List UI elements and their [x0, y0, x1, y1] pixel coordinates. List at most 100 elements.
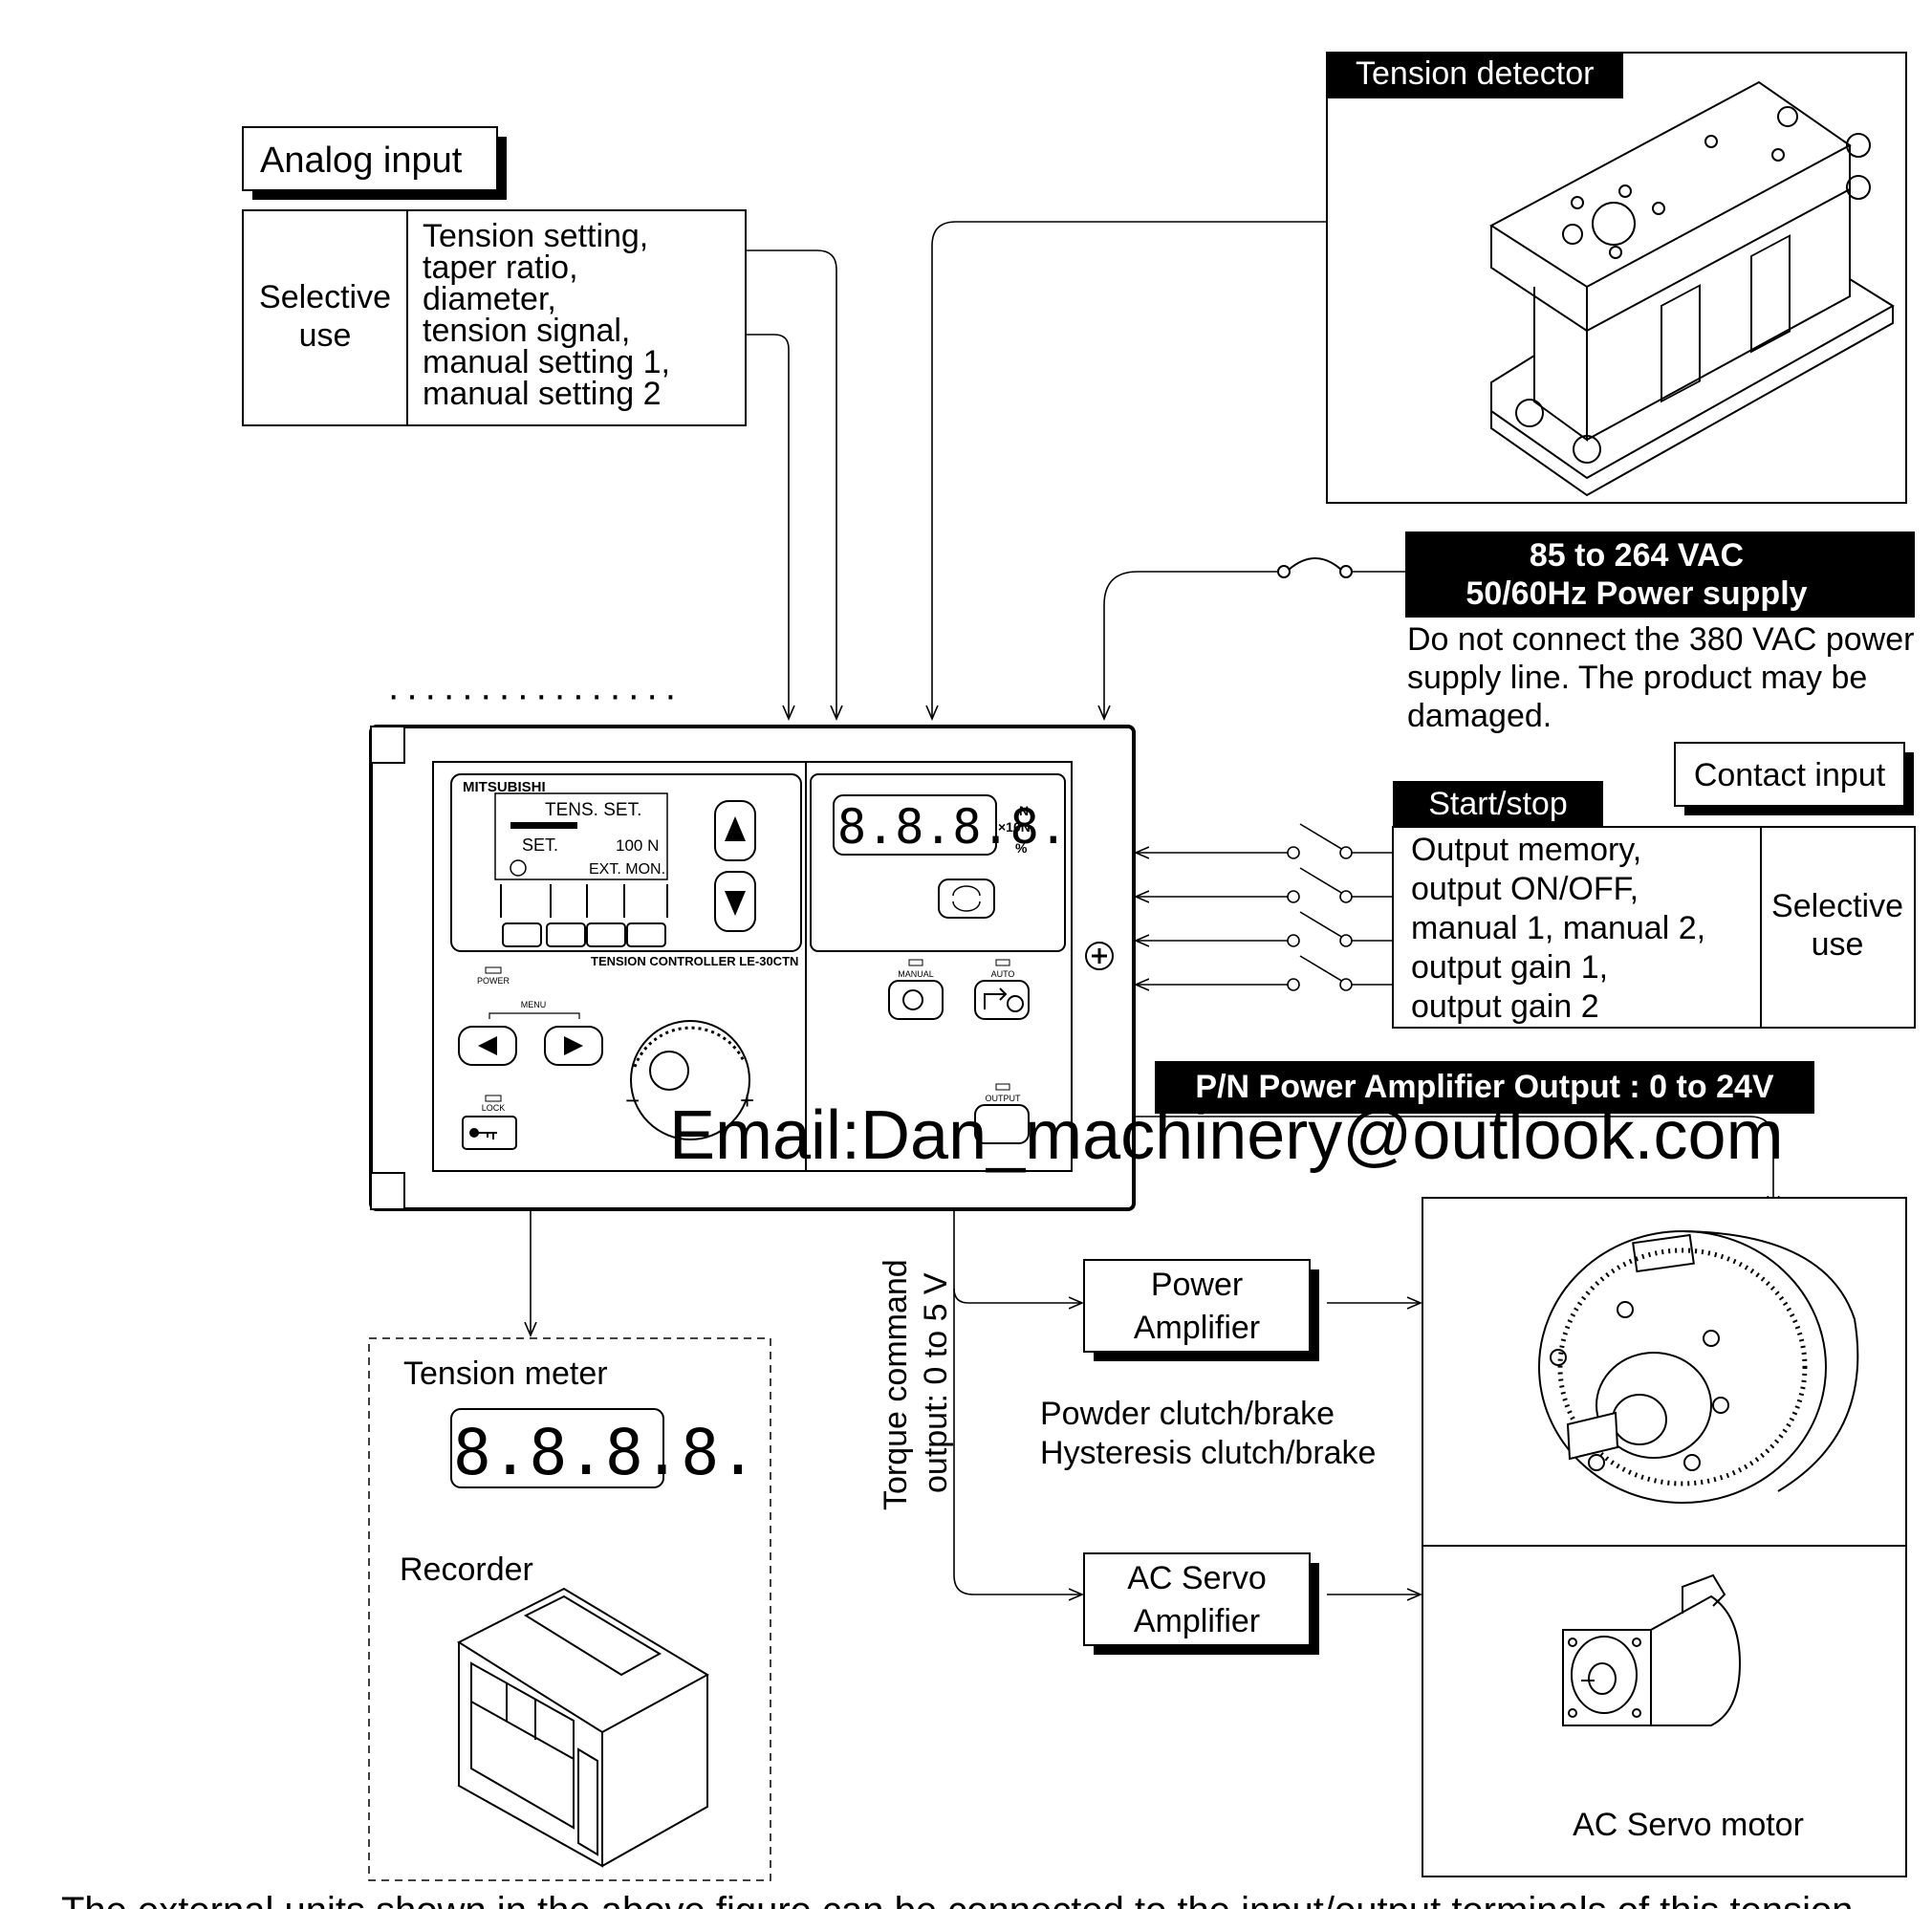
- power-supply-section: 85 to 264 VAC 50/60Hz Power supply Do no…: [1277, 531, 1915, 734]
- contact-input-table: [1392, 826, 1916, 1029]
- unit-n: N: [1019, 803, 1029, 818]
- softkey-2-button[interactable]: [546, 922, 586, 947]
- ac-servo-motor-illustration: [1562, 1573, 1742, 1726]
- tension-controller: ················ MITSUBISHI TENS. SET. S…: [369, 674, 1136, 1211]
- power-led-label: POWER: [477, 976, 510, 986]
- unit-x10n: ×10N: [998, 819, 1031, 835]
- ac-servo-amplifier-line2: Amplifier: [1134, 1603, 1260, 1639]
- lcd-line1: TENS. SET.: [545, 800, 641, 820]
- powder-clutch-illustration: [1538, 1230, 1859, 1504]
- contact-input-section: Contact input Start/stop Output memory, …: [1392, 742, 1916, 1029]
- contact-item: output gain 1,: [1411, 949, 1608, 986]
- lcd-line3: EXT. MON.: [589, 861, 665, 878]
- manual-icon: [902, 989, 923, 1010]
- analog-input-table: [242, 209, 747, 426]
- down-arrow-icon: [725, 891, 746, 916]
- controller-dots: ················: [387, 674, 683, 716]
- analog-selective-label: Selective: [259, 279, 391, 315]
- actuator-frame: AC Servo motor: [1422, 1197, 1907, 1877]
- controller-lcd: [494, 792, 668, 880]
- cycle-icon: [952, 885, 981, 912]
- controller-front-panel: [432, 761, 1073, 1172]
- right-arrow-icon: [564, 1036, 583, 1055]
- analog-use-label: use: [299, 317, 352, 354]
- auto-label: AUTO: [991, 969, 1015, 979]
- analog-input-title-box: [242, 126, 498, 191]
- pn-output-label: P/N Power Amplifier Output : 0 to 24V: [1195, 1069, 1773, 1105]
- analog-item: manual setting 1,: [423, 344, 670, 380]
- power-supply-title-line2: 50/60Hz Power supply: [1465, 575, 1807, 612]
- lcd-line2-left: SET.: [522, 835, 558, 855]
- power-amplifier-box: Power Amplifier: [1083, 1259, 1319, 1361]
- display-toggle-button[interactable]: [938, 879, 995, 919]
- power-supply-title-line1: 85 to 264 VAC: [1530, 537, 1744, 574]
- analog-input-title: Analog input: [260, 141, 463, 181]
- softkey-3-button[interactable]: [586, 922, 626, 947]
- left-arrow-icon: [478, 1036, 497, 1055]
- tension-detector-title: Tension detector: [1356, 55, 1595, 92]
- softkey-4-button[interactable]: [626, 922, 666, 947]
- lock-label: LOCK: [482, 1103, 506, 1113]
- dial-minus: −: [625, 1086, 640, 1115]
- controller-seg-text: 8.8.8.8.: [837, 799, 1068, 855]
- ac-servo-amplifier-box: AC Servo Amplifier: [1083, 1552, 1319, 1655]
- contact-item: Output memory,: [1411, 832, 1641, 868]
- contact-selective-label: Selective: [1771, 888, 1903, 924]
- tension-meter-display: [450, 1408, 664, 1488]
- manual-button[interactable]: [888, 980, 944, 1020]
- tension-detector-frame: [1326, 52, 1907, 504]
- monitor-dashed-frame: [368, 1337, 771, 1881]
- setting-dial[interactable]: [630, 1020, 750, 1140]
- contact-item: output ON/OFF,: [1411, 871, 1639, 907]
- lcd-line2-right: 100 N: [616, 836, 659, 855]
- recorder-illustration: [456, 1587, 710, 1868]
- output-wires: [531, 1209, 1421, 1594]
- bottom-caption: The external units shown in the above fi…: [61, 1890, 1854, 1909]
- up-arrow-icon: [725, 816, 746, 841]
- output-button[interactable]: [974, 1104, 1030, 1144]
- power-amplifier-line1: Power: [1151, 1267, 1243, 1303]
- tension-meter-digits: 8.8.8.8.: [453, 1416, 757, 1489]
- unit-pct: %: [1015, 840, 1028, 856]
- pn-output-bar: [1155, 1061, 1814, 1114]
- contact-item: output gain 2: [1411, 988, 1599, 1025]
- analog-input-section: Analog input Selective use Tension setti…: [242, 126, 747, 426]
- power-supply-title-bar: [1405, 531, 1915, 618]
- fuse-symbol: [1288, 557, 1342, 571]
- tension-detector-illustration: [1489, 80, 1895, 497]
- manual-label: MANUAL: [898, 969, 934, 979]
- softkey-1-button[interactable]: [502, 922, 542, 947]
- analog-wires: [746, 221, 1327, 719]
- analog-item: manual setting 2: [423, 376, 662, 412]
- monitor-devices: Tension meter 8.8.8.8. Recorder: [368, 1337, 771, 1881]
- tension-meter-title: Tension meter: [403, 1356, 608, 1392]
- power-amplifier-line2: Amplifier: [1134, 1310, 1260, 1346]
- auto-button[interactable]: [974, 980, 1030, 1020]
- dial-plus: +: [740, 1086, 754, 1115]
- contact-item: manual 1, manual 2,: [1411, 910, 1705, 946]
- start-stop-label: Start/stop: [1428, 786, 1568, 822]
- analog-item: tension signal,: [423, 313, 630, 349]
- analog-item: Tension setting,: [423, 218, 648, 254]
- power-supply-warning: Do not connect the 380 VAC power: [1407, 621, 1914, 658]
- clutch-label: Powder clutch/brake: [1040, 1396, 1335, 1432]
- start-stop-bar: [1393, 781, 1603, 827]
- menu-label: MENU: [521, 1000, 547, 1009]
- output-label: OUTPUT: [986, 1094, 1022, 1103]
- pn-output-section: P/N Power Amplifier Output : 0 to 24V: [1136, 1061, 1814, 1209]
- ac-servo-amplifier-line1: AC Servo: [1127, 1560, 1267, 1596]
- clutch-label: Hysteresis clutch/brake: [1040, 1435, 1376, 1471]
- controller-housing: [369, 725, 1136, 1211]
- ac-servo-motor-label: AC Servo motor: [1573, 1807, 1804, 1843]
- auto-icon: [984, 987, 1008, 1009]
- analog-item: diameter,: [423, 281, 556, 317]
- power-supply-warning: supply line. The product may be: [1407, 660, 1867, 696]
- contact-input-title-box: [1674, 742, 1905, 807]
- contact-input-title: Contact input: [1694, 757, 1886, 793]
- controller-brand: MITSUBISHI: [463, 779, 546, 795]
- controller-seg-display: [833, 794, 997, 856]
- torque-output-line1: Torque command: [878, 1259, 914, 1510]
- torque-output-line2: output: 0 to 5 V: [918, 1272, 954, 1493]
- tension-detector-section: Tension detector: [1326, 52, 1907, 504]
- contact-use-label: use: [1812, 926, 1864, 963]
